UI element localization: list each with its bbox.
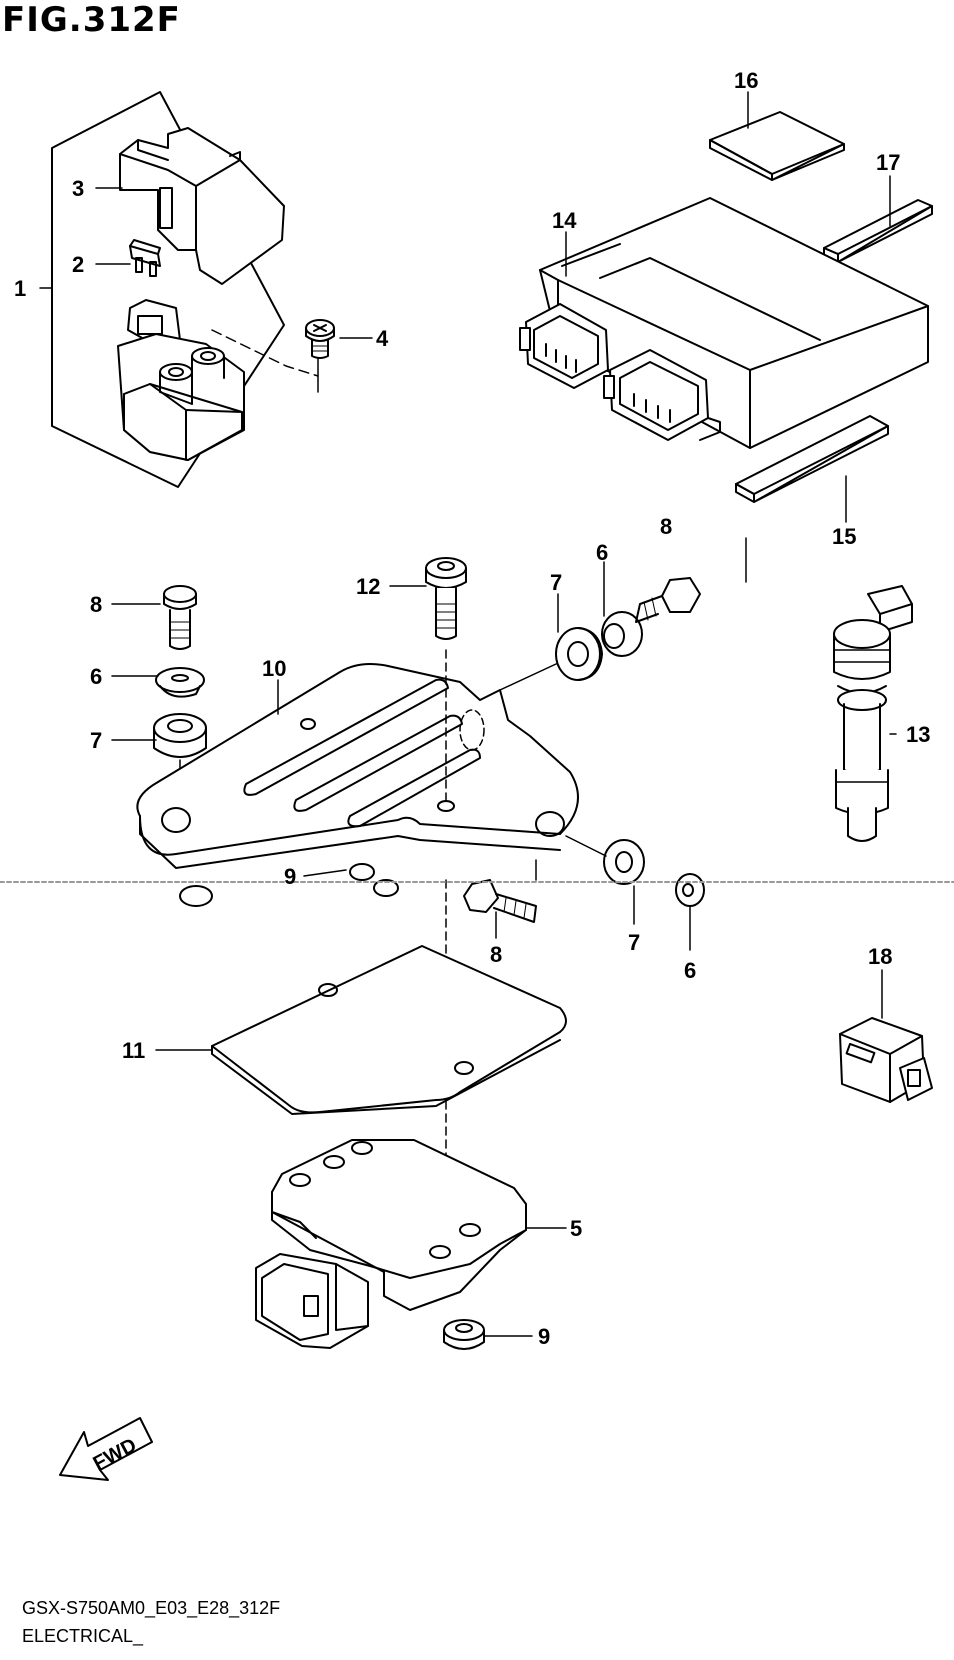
cushion-7-lower: [603, 839, 645, 885]
fwd-arrow: FWD: [59, 1417, 153, 1481]
callout-15: 15: [832, 524, 856, 549]
cushion-7-left: [153, 713, 207, 758]
callout-7b: 7: [90, 728, 102, 753]
bolt-8-left: [163, 585, 197, 650]
sensor-13: [833, 585, 913, 842]
callout-11: 11: [122, 1038, 145, 1063]
callout-17: 17: [876, 150, 900, 175]
regulator-rectifier-5: [255, 1139, 527, 1349]
figure-title: FIG.312F: [2, 0, 181, 40]
pad-17: [823, 199, 933, 255]
callout-16: 16: [734, 68, 758, 93]
relay-cover: [119, 127, 285, 285]
relay-assembly-group: [51, 91, 335, 488]
cushion-7-upper: [555, 627, 603, 681]
callout-6b: 6: [90, 664, 102, 689]
callout-8b: 8: [90, 592, 102, 617]
callout-7c: 7: [628, 930, 640, 955]
washer-6-lower: [675, 873, 705, 907]
section-name: ELECTRICAL_: [22, 1626, 144, 1646]
callout-1: 1: [14, 276, 26, 301]
leader-lines: [39, 91, 897, 1337]
callout-6c: 6: [684, 958, 696, 983]
callout-8c: 8: [490, 942, 502, 967]
bolt-8-upper: [635, 577, 701, 623]
ecm-group: [519, 111, 933, 503]
washer-6-left: [155, 667, 205, 698]
pad-16: [709, 111, 845, 175]
callout-13: 13: [906, 722, 930, 747]
callout-4: 4: [376, 326, 389, 351]
model-code: GSX-S750AM0_E03_E28_312F: [22, 1598, 281, 1618]
callout-5: 5: [570, 1216, 582, 1241]
washer-6-upper: [601, 611, 643, 657]
plate-11: [211, 945, 567, 1115]
callout-2: 2: [72, 252, 84, 277]
nut-9-lower: [443, 1319, 485, 1350]
callout-6a: 6: [596, 540, 608, 565]
callout-3: 3: [72, 176, 84, 201]
callout-18: 18: [868, 944, 892, 969]
bolt-8-lower: [463, 879, 537, 923]
screw-4: [305, 319, 335, 359]
callout-8a: 8: [660, 514, 672, 539]
callout-14: 14: [552, 208, 577, 233]
bracket-10: [136, 649, 579, 869]
callout-10: 10: [262, 656, 286, 681]
starter-relay: [117, 299, 245, 461]
callout-12: 12: [356, 574, 380, 599]
nut-9-bracket: [179, 863, 399, 907]
bracket-group: [136, 557, 705, 1217]
callout-7a: 7: [550, 570, 562, 595]
connector-18: [839, 1017, 933, 1103]
callout-9b: 9: [538, 1324, 550, 1349]
ecm-control-unit: [519, 197, 929, 449]
callout-9a: 9: [284, 864, 296, 889]
bolt-12: [425, 557, 467, 640]
fuse: [129, 239, 161, 277]
